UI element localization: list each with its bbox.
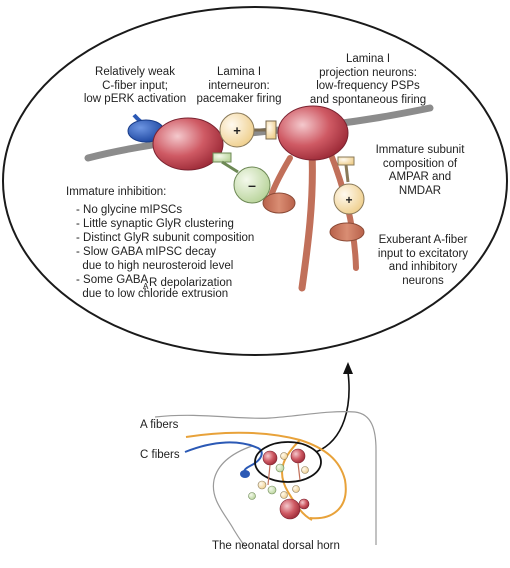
cfiber-input-line-2: C-fiber input; [102, 79, 168, 92]
mini-neuron-1 [262, 450, 278, 466]
interneuron-label: Lamina I interneuron: pacemaker firing [193, 66, 285, 107]
inhibition-item-4: - Slow GABA mIPSC decay [76, 246, 216, 258]
dorsal-horn-inner [212, 445, 253, 549]
afiber-input-line-2: input to excitatory [377, 247, 469, 260]
interneuron-line-3: pacemaker firing [196, 93, 282, 105]
mini-neuron-10 [292, 485, 300, 493]
projection-line-3: low-frequency PSPs [316, 80, 420, 92]
zoom-source-ellipse [254, 441, 322, 483]
inhibitory-interneuron [233, 166, 271, 204]
dorsal-horn-title: The neonatal dorsal horn [212, 540, 340, 552]
inhibitory-axon [221, 160, 239, 174]
a-fiber-path [185, 431, 347, 520]
a-fibers-label: A fibers [140, 419, 179, 431]
mini-neuron-4 [275, 463, 285, 473]
inhibition-title: Immature inhibition: [66, 186, 167, 198]
projection-line-4: and spontaneous firing [309, 93, 427, 106]
right-plus-sign: + [345, 193, 352, 207]
dendrite-spine-1 [262, 192, 296, 214]
mini-neuron-9 [248, 492, 256, 500]
c-fiber-small-terminal [240, 470, 250, 478]
cfiber-input-line-1: Relatively weak [95, 66, 175, 78]
ampar-line-3: AMPAR and NMDAR [388, 171, 452, 197]
mini-neuron-6 [257, 480, 267, 490]
inhibition-list: - No glycine mIPSCs - Little synaptic Gl… [76, 203, 254, 301]
afiber-input-line-3: and inhibitory [388, 261, 458, 273]
dorsal-horn-outline [154, 411, 377, 545]
mini-neuron-12 [298, 498, 310, 510]
inhibition-item-7: due to low chloride extrusion [76, 288, 229, 300]
zoom-arrow [315, 371, 350, 453]
c-fiber-path [184, 441, 263, 473]
dendrite-spine-2 [329, 222, 365, 242]
dendrite-1 [298, 148, 316, 292]
mini-dendrite-2 [297, 462, 301, 481]
projection-neuron [277, 105, 349, 161]
inhibition-item-2: - Little synaptic GlyR clustering [76, 218, 234, 230]
interneuron-terminal [265, 120, 277, 140]
interneuron-excitatory [219, 112, 255, 148]
ampar-line-1: Immature subunit [375, 144, 465, 156]
inhibitory-terminal [212, 152, 232, 163]
projection-line-1: Lamina I [345, 53, 391, 65]
afiber-input-line-4: neurons [402, 274, 444, 287]
mini-dendrite-1 [267, 464, 271, 486]
mini-neuron-8 [280, 491, 288, 499]
a-fiber-branch [281, 439, 313, 521]
afiber-input-line-1: Exuberant A-fiber [378, 234, 468, 246]
inhibition-item-6: - Some GABA [76, 274, 149, 286]
ampar-label: Immature subunit composition of AMPAR an… [370, 144, 470, 198]
excitatory-neuron-left [152, 117, 224, 171]
right-interneuron-terminal [337, 156, 355, 166]
mini-neuron-11 [279, 498, 301, 520]
inhibition-item-3: - Distinct GlyR subunit composition [76, 232, 255, 244]
cfiber-input-line-3: low pERK activation [83, 93, 187, 105]
interneuron-line-1: Lamina I [216, 66, 262, 78]
interneuron-line-2: interneuron: [208, 79, 270, 92]
inhibition-item-5: due to high neurosteroid level [76, 260, 234, 272]
projection-label: Lamina I projection neurons: low-frequen… [300, 53, 436, 107]
interneuron-plus-sign: + [233, 123, 241, 138]
mini-neuron-5 [301, 466, 309, 474]
inhibitory-minus-sign: – [248, 177, 256, 193]
ampar-line-2: composition of [382, 157, 458, 170]
mini-neuron-7 [267, 485, 277, 495]
projection-line-2: projection neurons: [319, 66, 417, 79]
inhibition-item-1: - No glycine mIPSCs [76, 204, 183, 216]
mini-neuron-3 [280, 452, 288, 460]
cfiber-input-label: Relatively weak C-fiber input; low pERK … [76, 66, 194, 107]
right-interneuron [333, 183, 365, 215]
mini-neuron-2 [290, 448, 306, 464]
gaba-a-subscript: A [143, 282, 149, 291]
afiber-input-label: Exuberant A-fiber input to excitatory an… [364, 234, 482, 288]
gaba-r-depolarization: R depolarization [149, 277, 232, 289]
zoom-arrowhead [343, 362, 353, 374]
right-interneuron-axon [344, 164, 350, 183]
c-fibers-label: C fibers [140, 449, 180, 461]
